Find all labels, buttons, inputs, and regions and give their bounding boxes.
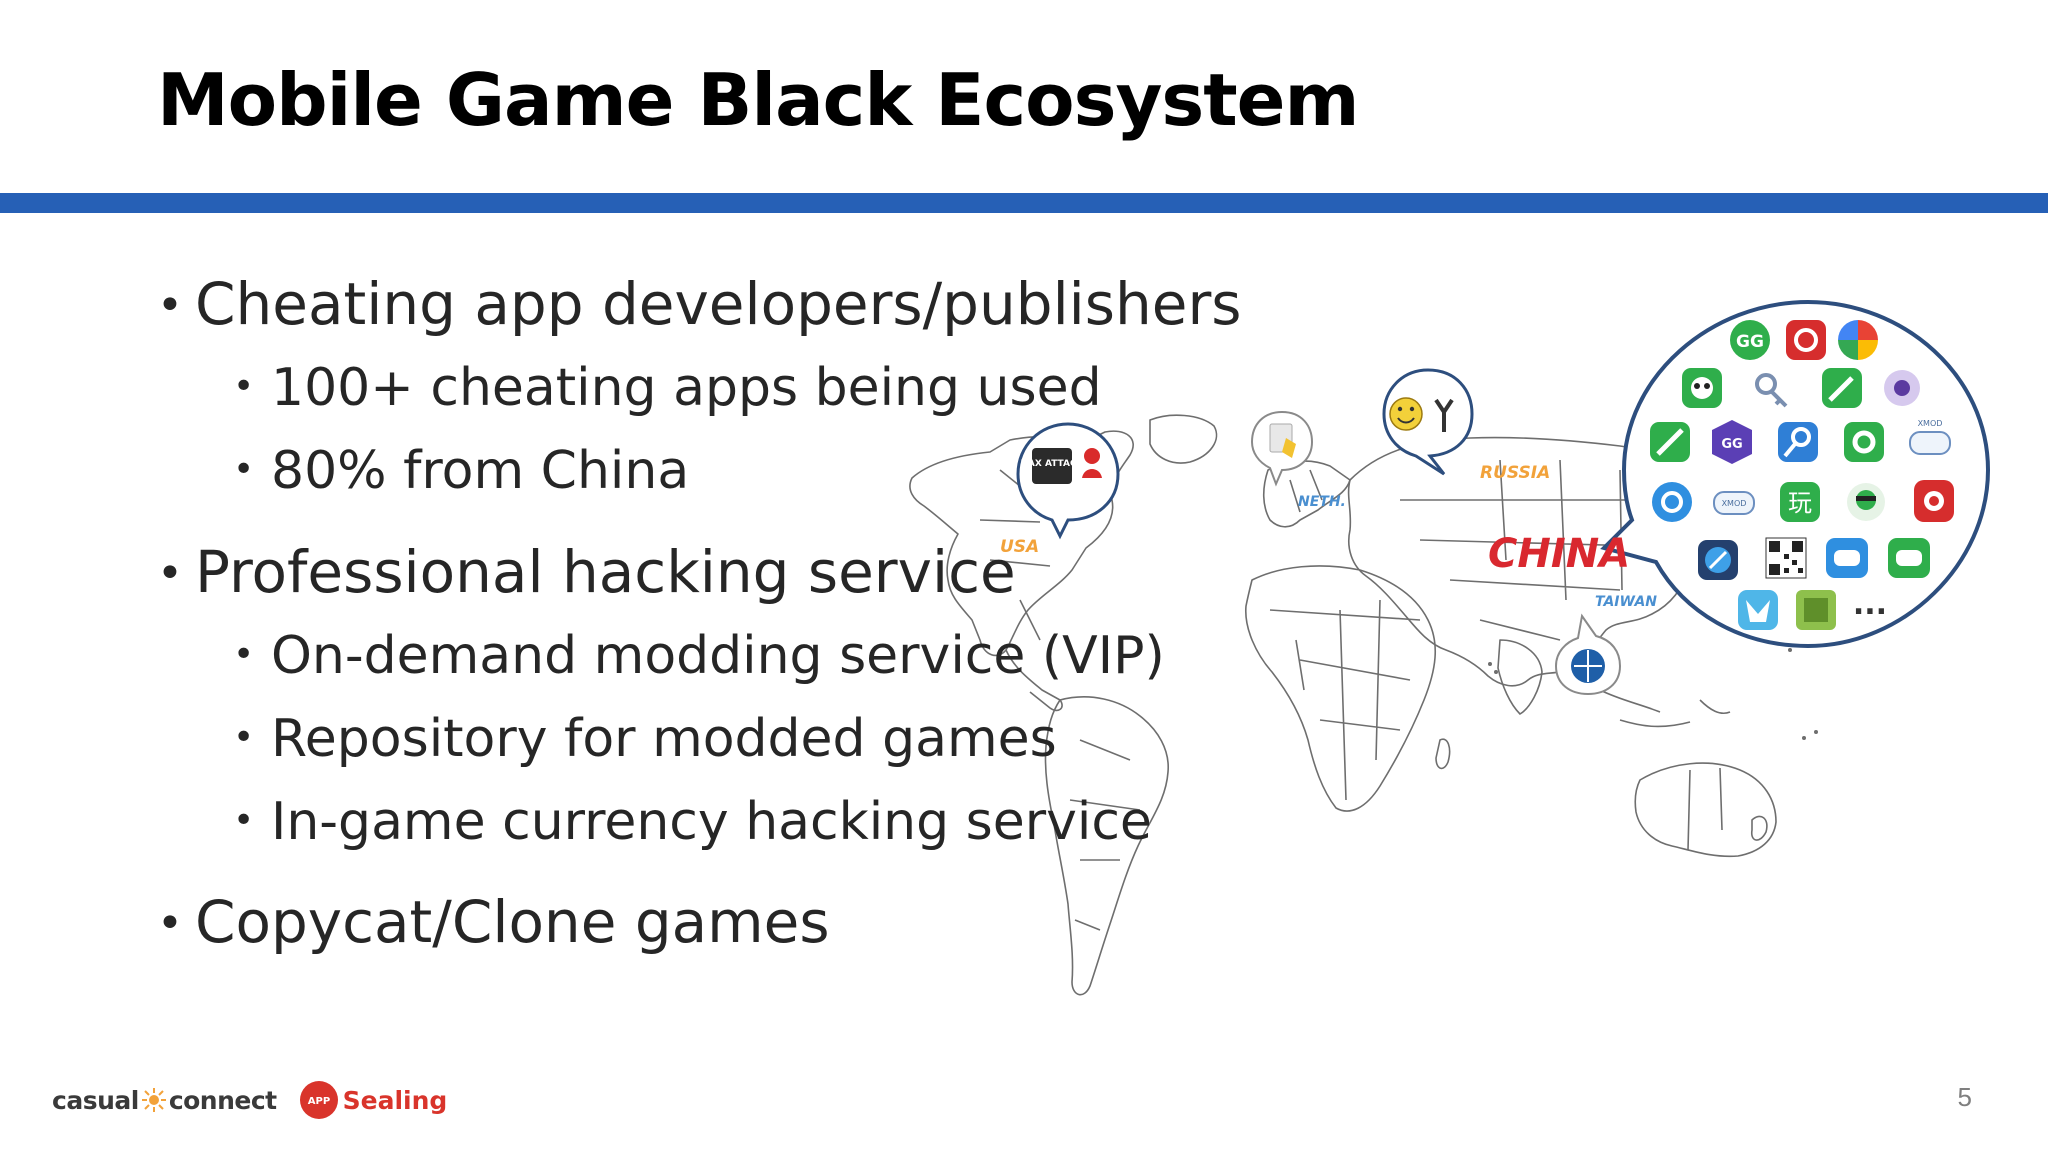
app-badge-text: APP — [307, 1096, 329, 1107]
casual-connect-logo-suffix: connect — [168, 1085, 277, 1115]
bullet-dot: • — [233, 800, 255, 841]
svg-text:GG: GG — [1721, 437, 1742, 452]
wan-icon — [1780, 482, 1820, 522]
qr-code-icon — [1765, 537, 1807, 579]
gear-icon — [1844, 422, 1884, 462]
bullet-cheating-developers: Cheating app developers/publishers — [195, 270, 1242, 338]
smiley-icon — [1389, 397, 1423, 431]
neth-label: NETH. — [1298, 494, 1346, 510]
xmod-icon: XMOD — [1713, 491, 1755, 515]
russia-bubble — [1382, 368, 1474, 476]
title-rule — [0, 193, 2048, 213]
shield-icon — [1282, 438, 1296, 458]
world-map-outline — [909, 414, 1777, 996]
svg-text:XMOD: XMOD — [1918, 419, 1943, 428]
refresh-icon — [1786, 320, 1826, 360]
svg-text:XMOD: XMOD — [1722, 499, 1747, 508]
bullet-dot: • — [233, 366, 255, 407]
svg-text:玩: 玩 — [1788, 489, 1812, 517]
usa-label: USA — [1000, 537, 1039, 557]
more-apps-ellipsis: ... — [1853, 587, 1887, 622]
bullet-copycat-games: Copycat/Clone games — [195, 888, 830, 956]
bullet-cheating-apps-count: 100+ cheating apps being used — [271, 358, 1102, 418]
bullet-dot: • — [157, 548, 183, 599]
bullet-dot: • — [233, 717, 255, 758]
app-icons-grid: GG GG — [1650, 320, 1954, 630]
gg-icon — [1730, 320, 1770, 360]
page-number: 5 — [1957, 1082, 1972, 1112]
bullet-modding-service: On-demand modding service (VIP) — [271, 626, 1165, 686]
taiwan-label: TAIWAN — [1595, 594, 1657, 610]
neth-bubble — [1250, 410, 1314, 487]
pinwheel-icon — [1838, 320, 1878, 360]
bullet-dot: • — [233, 449, 255, 490]
casual-connect-logo-prefix: casual — [52, 1085, 139, 1115]
gg-purple-icon — [1712, 420, 1752, 464]
red-hacker-icon — [1084, 448, 1100, 464]
key-icon — [1755, 373, 1788, 408]
bullet-modded-repository: Repository for modded games — [271, 709, 1057, 769]
slide-title: Mobile Game Black Ecosystem — [157, 58, 1360, 142]
dax-attack-icon — [1032, 448, 1072, 484]
dax-attack-text: DAX ATTACK — [1020, 459, 1084, 469]
bullet-china-share: 80% from China — [271, 441, 690, 501]
bullet-dot: • — [157, 280, 183, 331]
sun-icon — [141, 1088, 166, 1112]
bullet-currency-hacking: In-game currency hacking service — [271, 792, 1152, 852]
sync-icon — [1652, 482, 1692, 522]
footer-logos: casual connect APP Sealing — [52, 1080, 447, 1120]
svg-text:GG: GG — [1736, 332, 1764, 352]
sealing-logo-text: Sealing — [342, 1085, 448, 1115]
bullet-dot: • — [157, 898, 183, 949]
bullet-dot: • — [233, 634, 255, 675]
china-label: CHINA — [1488, 531, 1630, 577]
bullet-hacking-service: Professional hacking service — [195, 538, 1016, 606]
gamepad-outline-icon: XMOD — [1909, 419, 1951, 455]
sea-bubble — [1554, 613, 1622, 696]
y-logo-icon — [1434, 398, 1454, 432]
monster-icon — [1738, 590, 1778, 630]
app-sealing-logo-icon: APP — [299, 1081, 338, 1119]
russia-label: RUSSIA — [1480, 463, 1550, 483]
usa-bubble: DAX ATTACK — [1016, 422, 1120, 540]
